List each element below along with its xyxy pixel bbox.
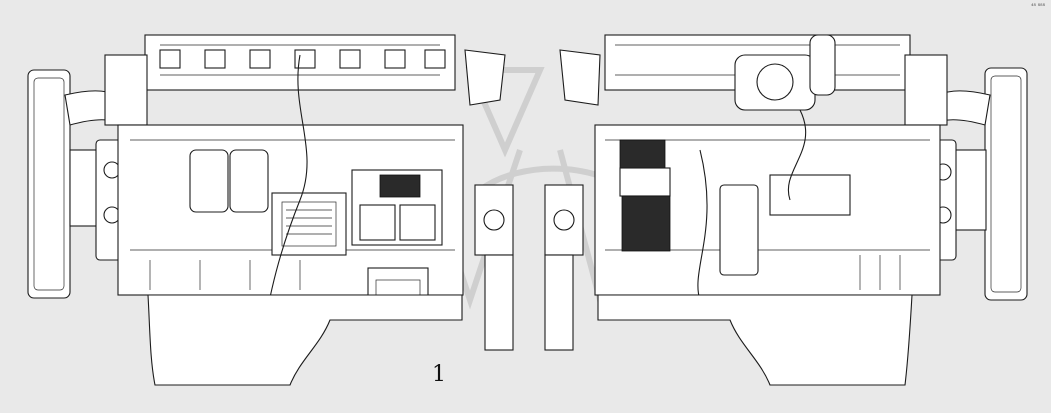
mounting-plates bbox=[474, 184, 584, 351]
part-callout-label: 1 bbox=[432, 362, 446, 387]
engine-right-view-icon bbox=[559, 34, 1028, 386]
corner-mark: ⁴⁸ ⁸⁸⁸ bbox=[1031, 3, 1045, 10]
engine-left-view-icon bbox=[27, 34, 506, 386]
